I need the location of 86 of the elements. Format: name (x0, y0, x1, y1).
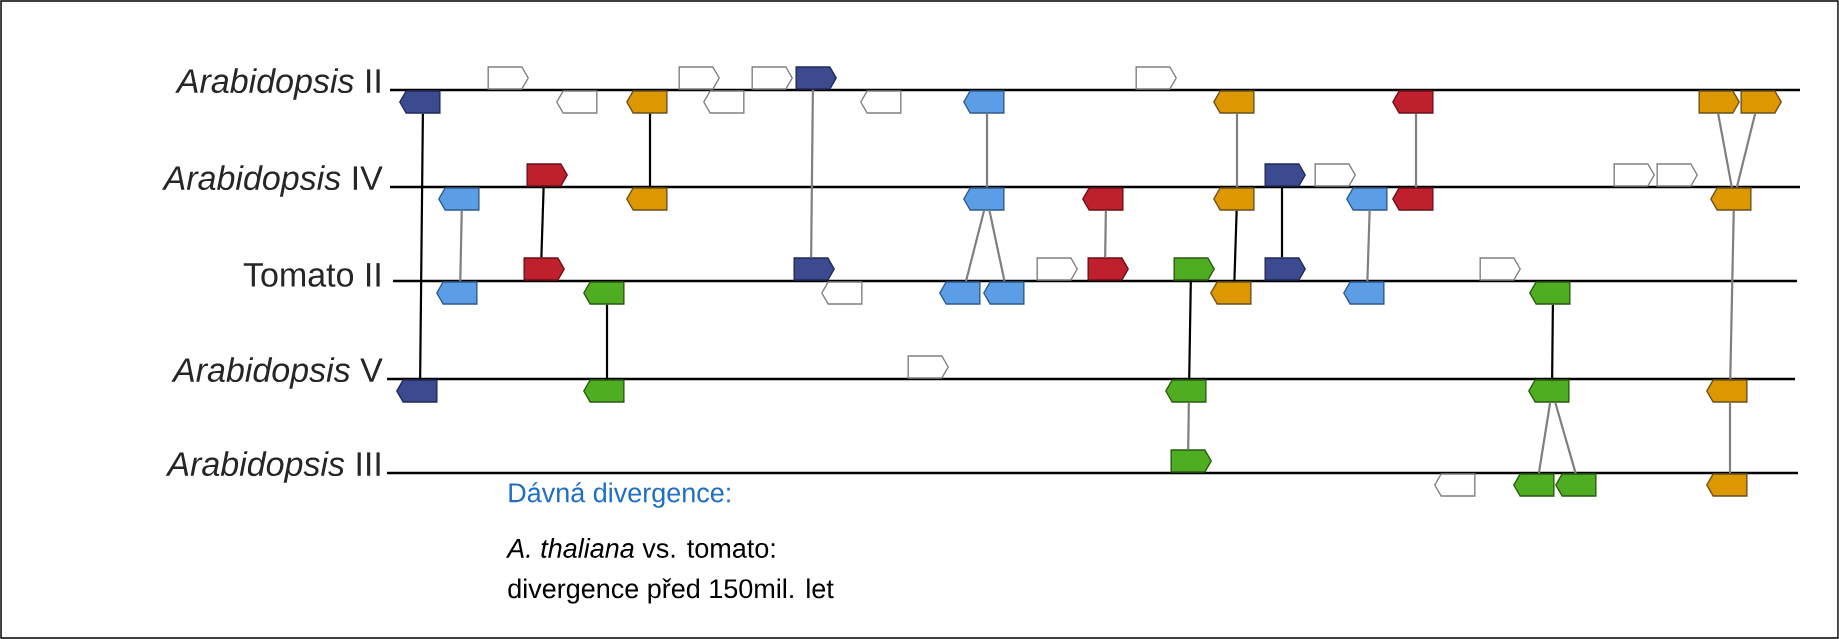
gene-block (626, 187, 668, 211)
gene-block (1529, 281, 1571, 305)
connector-line (1235, 113, 1239, 188)
gene-block (1528, 379, 1570, 403)
connector-line (988, 210, 1006, 282)
gene-block (1392, 90, 1434, 114)
connector-line (985, 113, 989, 188)
gene-block (526, 163, 568, 187)
gene-block (751, 66, 793, 90)
gene-block (1613, 163, 1655, 187)
gene-block (583, 281, 625, 305)
gene-block (963, 187, 1005, 211)
connector-line (964, 210, 986, 282)
gene-block (487, 66, 529, 90)
note-text: A. thaliana vs. tomato: (505, 538, 775, 558)
connector-line (605, 304, 609, 380)
gene-block (1082, 187, 1124, 211)
gene-block (795, 66, 837, 90)
gene-block (1392, 187, 1434, 211)
gene-block (793, 257, 835, 281)
gene-block (626, 90, 668, 114)
gene-block (399, 90, 441, 114)
gene-block (678, 66, 720, 90)
gene-block (1173, 257, 1215, 281)
connector-line (459, 210, 463, 282)
gene-block (939, 281, 981, 305)
connector-line (1717, 113, 1733, 188)
gene-block (1165, 379, 1207, 403)
chromosome-label: Arabidopsis V (171, 357, 383, 389)
connector-line (1728, 402, 1732, 474)
chromosome-label: Arabidopsis II (175, 68, 380, 100)
gene-block (963, 90, 1005, 114)
connector-line (1537, 402, 1552, 474)
connector-line (1233, 210, 1238, 282)
gene-block (1479, 257, 1521, 281)
gene-block (1706, 379, 1748, 403)
connector-line (810, 89, 814, 258)
note-text: Dávná divergence: (509, 482, 730, 508)
gene-block (1135, 66, 1177, 90)
gene-block (1087, 257, 1129, 281)
gene-block (821, 281, 863, 305)
gene-block (1264, 257, 1306, 281)
gene-block (396, 379, 438, 403)
gene-block (1170, 449, 1212, 473)
connector-line (1366, 210, 1371, 282)
gene-block (1513, 473, 1555, 497)
connector-line (1554, 402, 1577, 474)
gene-block (1346, 187, 1388, 211)
connector-line (1188, 280, 1192, 380)
gene-block (1264, 163, 1306, 187)
chromosome-label: Arabidopsis III (165, 451, 380, 483)
gene-block (583, 379, 625, 403)
connector-line (648, 113, 652, 188)
connector-line (1735, 113, 1757, 188)
connector-line (1414, 113, 1418, 188)
gene-block (1343, 281, 1385, 305)
gene-block (983, 281, 1025, 305)
connector-line (1104, 210, 1107, 258)
gene-block (1740, 90, 1782, 114)
gene-block (1698, 90, 1740, 114)
gene-block (1656, 163, 1698, 187)
gene-block (438, 187, 480, 211)
gene-block (1434, 473, 1476, 497)
gene-block (1213, 90, 1255, 114)
gene-block (907, 355, 949, 379)
gene-block (1706, 473, 1748, 497)
gene-block (1213, 187, 1255, 211)
connector-line (1187, 402, 1190, 450)
gene-block (1710, 187, 1752, 211)
chromosome-label: Arabidopsis IV (161, 165, 383, 197)
gene-block (1314, 163, 1356, 187)
connector-line (419, 113, 424, 380)
gene-block (1210, 281, 1252, 305)
gene-block (1036, 257, 1078, 281)
gene-block (1555, 473, 1597, 497)
note-text: divergence před 150mil. let (508, 578, 834, 604)
gene-block (523, 257, 565, 281)
connector-line (1551, 304, 1554, 380)
connector-line (540, 186, 545, 258)
connector-line (1280, 186, 1284, 258)
connector-line (1729, 210, 1735, 380)
gene-block (556, 90, 598, 114)
gene-block (860, 90, 902, 114)
chromosome-label: Tomato II (243, 263, 380, 287)
gene-block (436, 281, 478, 305)
gene-block (703, 90, 745, 114)
